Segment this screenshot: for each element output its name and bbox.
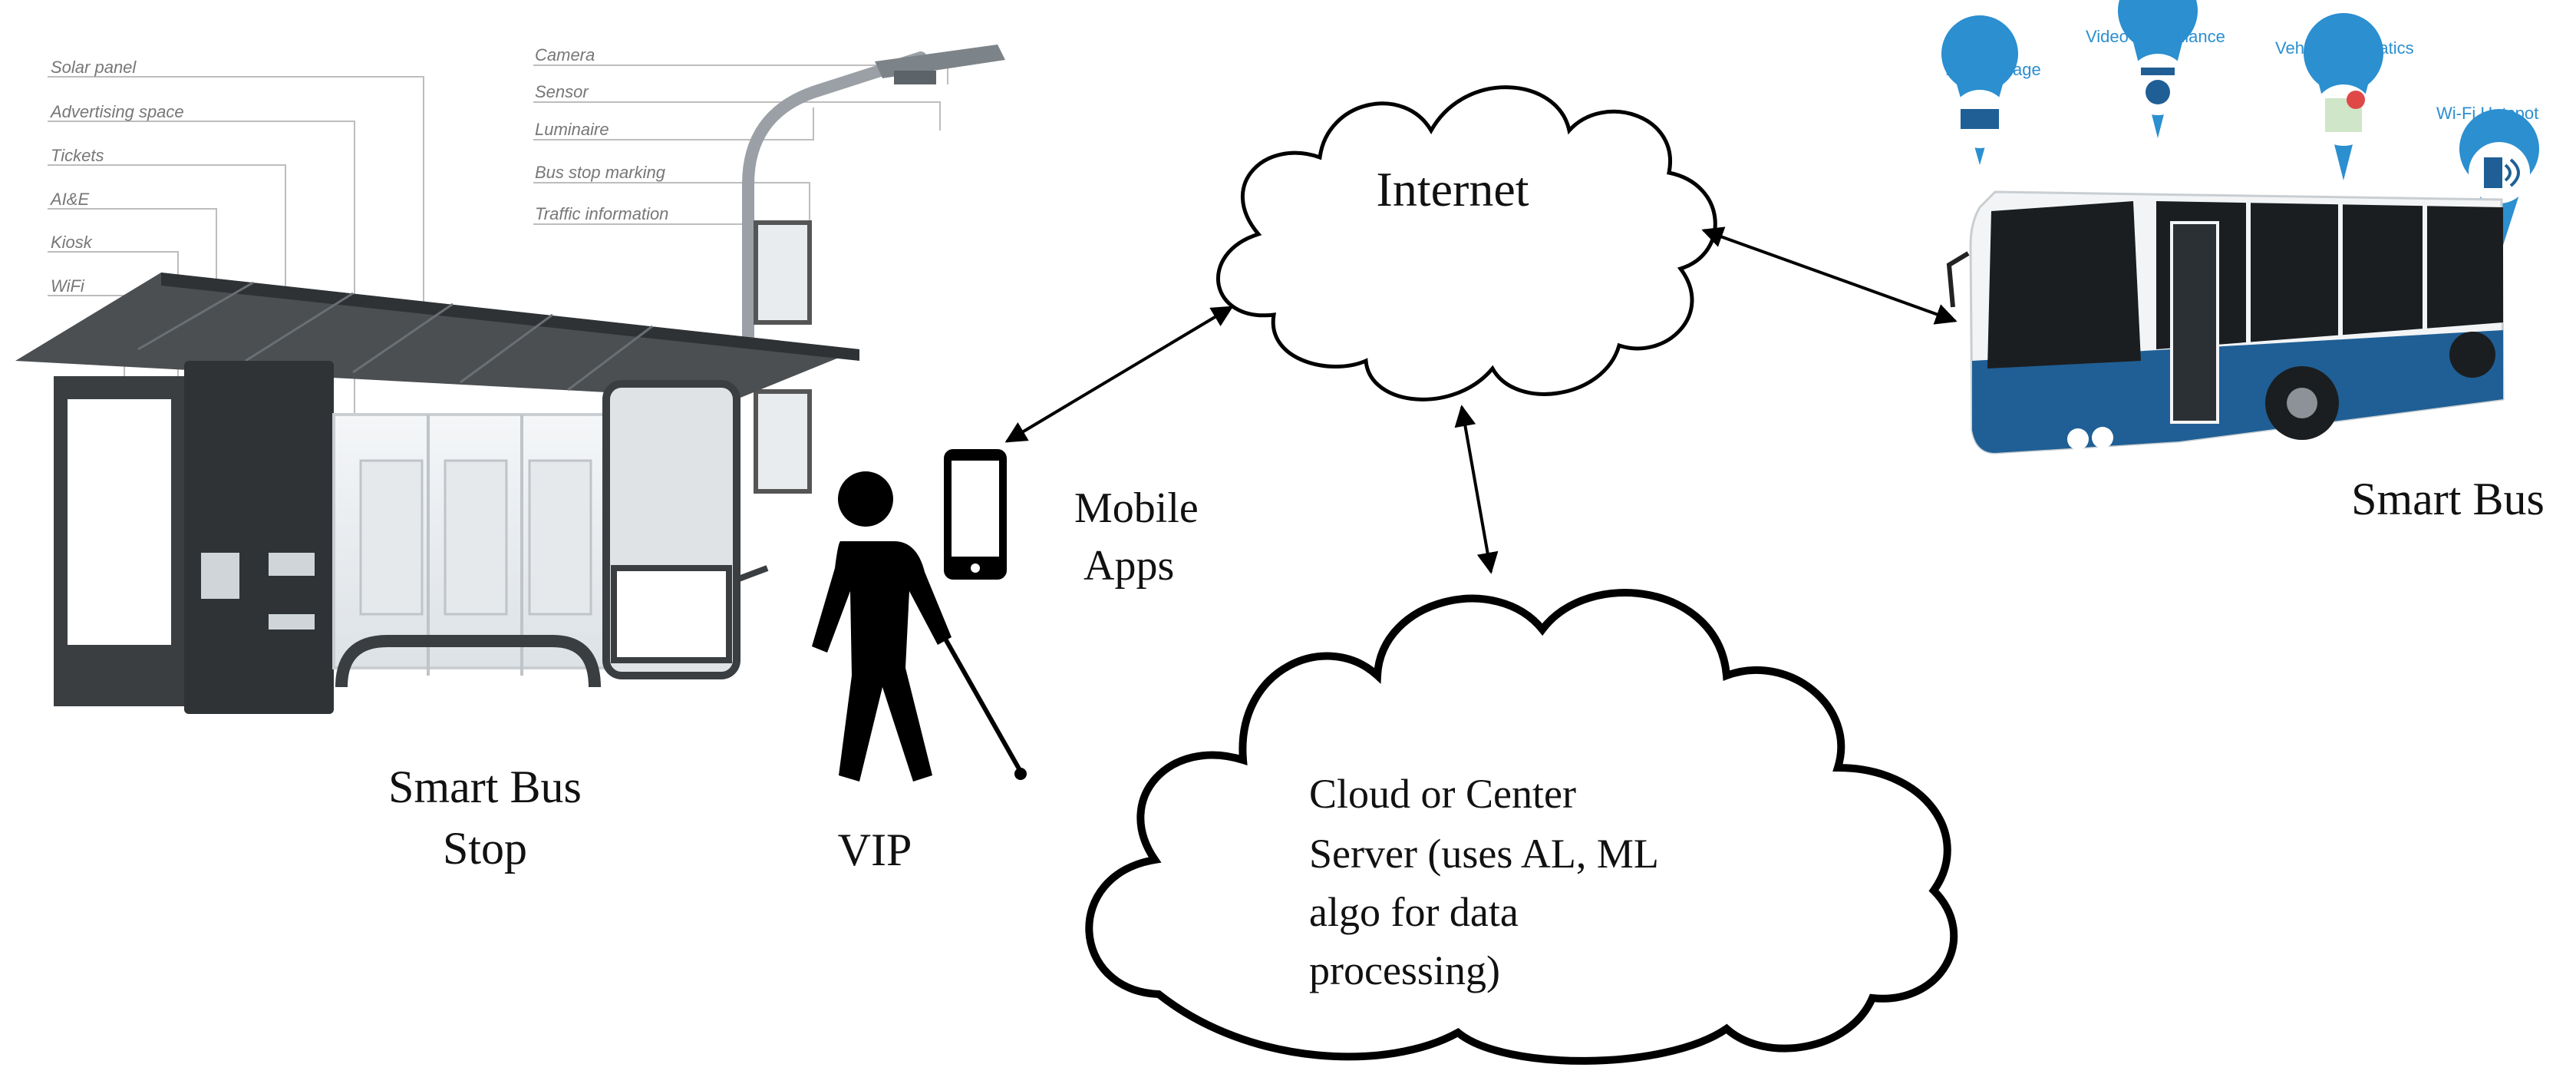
solar-panel-grid xyxy=(137,281,653,392)
bus-window-dividers xyxy=(2246,201,2427,342)
bus-wheels xyxy=(2265,332,2495,440)
connector-internet-bus xyxy=(1701,226,1958,325)
mobile-apps-label-line1: Mobile xyxy=(1074,484,1199,532)
bus-mirror xyxy=(1946,251,1970,308)
camera-icon xyxy=(2146,80,2170,104)
feature-label-aie: AI&E xyxy=(49,190,89,209)
feature-label-camera: Camera xyxy=(535,45,595,64)
cloud-server-label-line2: Server (uses AL, ML xyxy=(1309,831,1659,877)
feature-label-sensor: Sensor xyxy=(535,82,589,101)
connector-internet-cloud-server xyxy=(1454,405,1499,574)
bus-feature-pins xyxy=(1941,0,2540,257)
bus-side-windows xyxy=(2156,201,2503,349)
shelter-roof-edge xyxy=(161,273,859,361)
smart-bus-stop-illustration: Solar panel Advertising space Tickets AI… xyxy=(15,45,1005,714)
feature-label-traffic-information: Traffic information xyxy=(535,204,668,223)
bus-feature-label-vehicle-telematics: Vehicle Telematics xyxy=(2275,38,2414,58)
bus-signage-icon xyxy=(1961,109,1999,129)
smart-bus-label: Smart Bus xyxy=(2351,474,2545,524)
smart-bus-stop-label-line1: Smart Bus xyxy=(388,762,582,812)
feature-label-advertising-space: Advertising space xyxy=(49,102,184,121)
feature-label-luminaire: Luminaire xyxy=(535,120,609,139)
feature-label-tickets: Tickets xyxy=(51,146,104,165)
cloud-server-cloud xyxy=(1085,589,1958,1065)
cloud-server-label-line3: algo for data xyxy=(1309,889,1519,935)
feature-label-bus-stop-marking: Bus stop marking xyxy=(535,163,666,182)
cloud-server-label-line1: Cloud or Center xyxy=(1309,771,1576,817)
bus-door xyxy=(2170,221,2219,424)
connectors xyxy=(1004,226,1958,574)
vip-person-icon xyxy=(812,471,1027,782)
cloud-server-label-line4: processing) xyxy=(1309,947,1500,993)
ticket-kiosk xyxy=(184,361,334,714)
feature-label-solar-panel: Solar panel xyxy=(51,58,137,77)
smart-bus-illustration: Bus Signage Video Surveillance Vehicle T… xyxy=(1941,0,2540,454)
bus-windshield xyxy=(1987,201,2141,368)
mobile-apps-label-line2: Apps xyxy=(1084,542,1174,590)
smartphone-icon xyxy=(944,449,1007,580)
shelter-glass-panels xyxy=(332,413,619,688)
bus-feature-label-wifi-hotspot: Wi-Fi Hotspot xyxy=(2436,104,2538,123)
internet-cloud xyxy=(1216,85,1717,402)
vip-label: VIP xyxy=(838,825,912,875)
feature-label-kiosk: Kiosk xyxy=(51,233,93,252)
bus-feature-label-video-surveillance: Video Surveillance xyxy=(2086,27,2225,46)
bus-feature-label-bus-signage: Bus Signage xyxy=(1945,60,2041,79)
street-lamp xyxy=(742,45,1005,494)
bus-headlight xyxy=(2092,427,2113,448)
connector-phone-internet xyxy=(1004,306,1234,443)
wifi-hotspot-icon xyxy=(2484,157,2502,188)
feature-label-wifi: WiFi xyxy=(51,276,85,296)
internet-label: Internet xyxy=(1377,162,1529,216)
smart-bus-stop-label-line2: Stop xyxy=(443,823,527,874)
